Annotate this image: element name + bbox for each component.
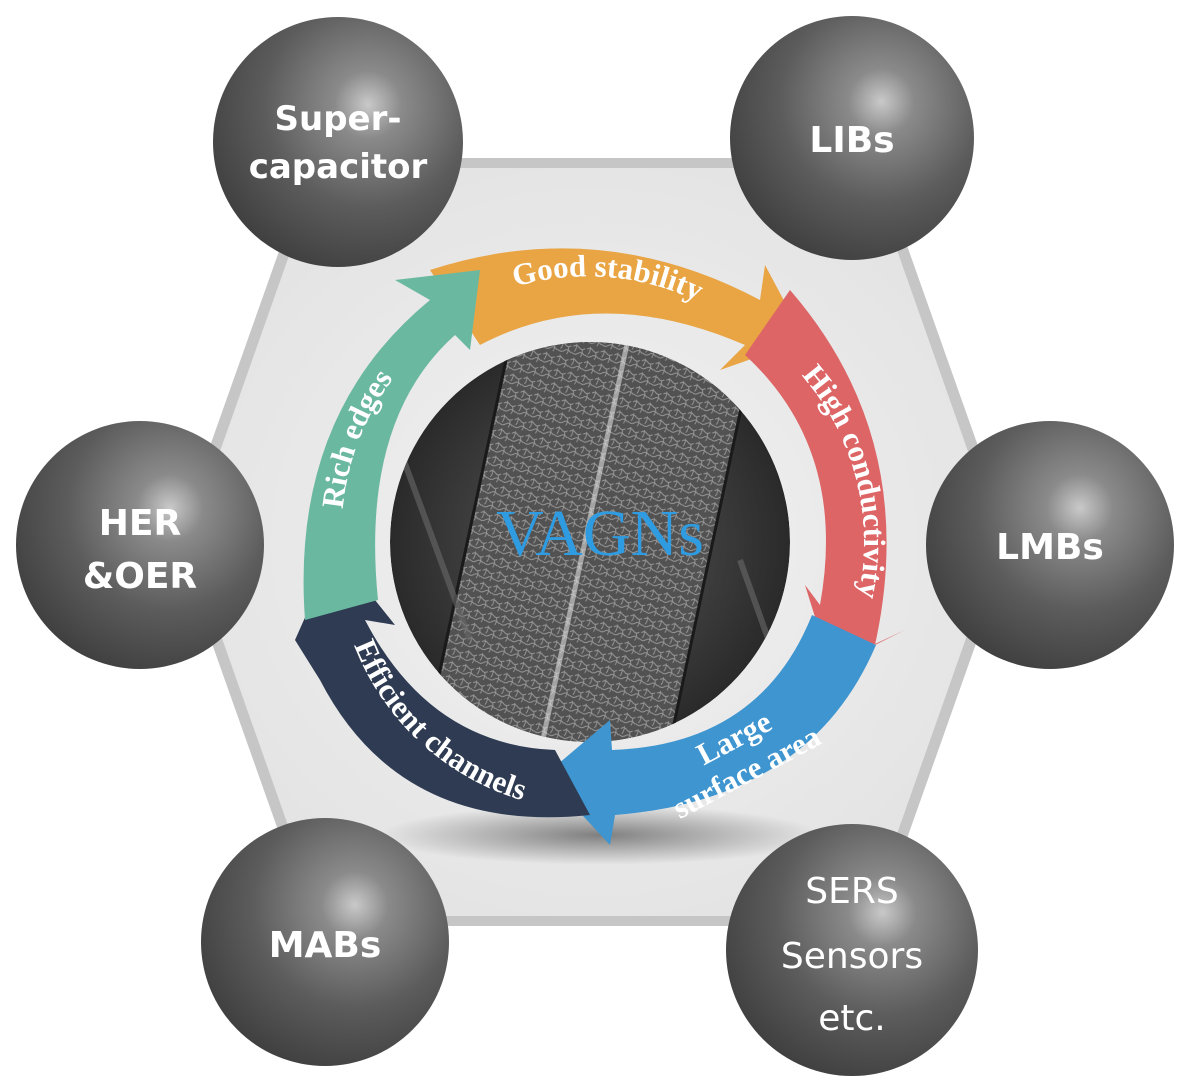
application-sphere-supercapacitor: Super- capacitor — [213, 17, 463, 267]
sphere-label-line3: etc. — [818, 998, 886, 1039]
sphere-label-line1: MABs — [269, 925, 382, 966]
application-sphere-mabs: MABs — [201, 818, 449, 1066]
arrow-efficient-channels — [295, 550, 590, 818]
sphere-label-line2: capacitor — [249, 147, 428, 187]
sphere-label-line1: SERS — [805, 871, 898, 912]
ring-shadow — [380, 805, 820, 865]
sphere-label-line1: LIBs — [809, 120, 894, 161]
sem-image — [390, 342, 790, 742]
sphere-label-line1: LMBs — [996, 527, 1104, 568]
arrow-rich-edges — [303, 270, 480, 620]
arrow-good-stability — [430, 248, 805, 370]
sphere-label-line1: HER — [99, 503, 181, 544]
center-label: VAGNs — [496, 497, 704, 570]
arrow-high-conductivity — [745, 290, 905, 665]
sphere-label-line2: &OER — [83, 556, 197, 597]
application-sphere-sers: SERS Sensors etc. — [726, 824, 978, 1076]
arrow-large-surface-area — [545, 615, 876, 845]
application-sphere-libs: LIBs — [730, 16, 974, 260]
sphere-label-line2: Sensors — [781, 936, 923, 977]
application-sphere-lmbs: LMBs — [926, 421, 1174, 669]
application-sphere-her-oer: HER &OER — [16, 421, 264, 669]
sphere-label-line1: Super- — [275, 99, 402, 139]
